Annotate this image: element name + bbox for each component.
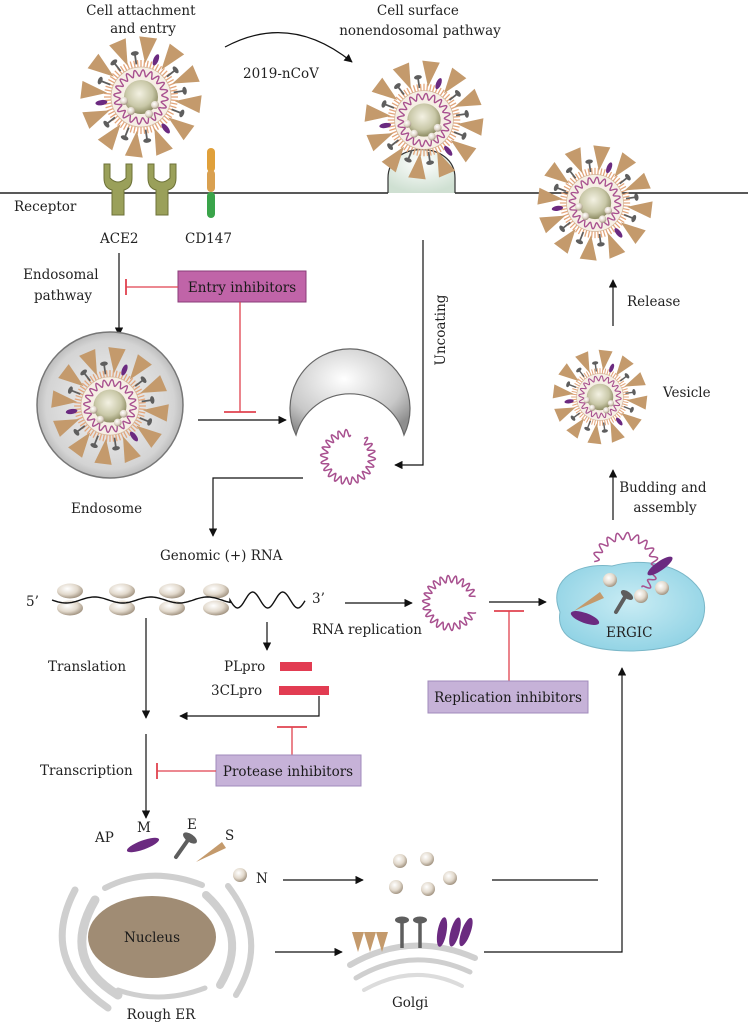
virus-transfer-arrow: [224, 32, 353, 63]
receptor-label: Receptor: [14, 199, 77, 215]
e-protein: [174, 832, 197, 859]
five-prime-label: 5’: [26, 594, 39, 610]
released-rna: [319, 428, 377, 486]
uncoating-label: Uncoating: [433, 294, 449, 365]
n-protein-cluster: [389, 852, 457, 896]
golgi-to-ergic-arrow: [484, 667, 627, 953]
ace2-receptor: [103, 163, 177, 216]
ergic-label: ERGIC: [606, 625, 652, 641]
transcription-label: Transcription: [40, 763, 133, 779]
clpro-label: 3CLpro: [211, 683, 262, 699]
ergic-contents: [570, 531, 673, 625]
golgi-label: Golgi: [392, 995, 429, 1011]
n-label: N: [256, 871, 268, 887]
uncoating-arrow: [394, 240, 424, 470]
replicated-rna: [421, 574, 477, 632]
virus-particle-attachment: [80, 36, 202, 158]
endosome: [36, 331, 184, 479]
golgi: [347, 942, 478, 992]
ap-label: AP: [94, 830, 114, 846]
vesicle-label: Vesicle: [662, 385, 711, 401]
cell-surface-label: Cell surface nonendosomal pathway: [339, 3, 501, 39]
golgi-proteins: [352, 916, 473, 952]
genomic-rna-strand: [51, 591, 306, 609]
endosome-label: Endosome: [71, 501, 142, 517]
protease-inhibitors-text: Protease inhibitors: [223, 764, 353, 780]
genomic-rna-label: Genomic (+) RNA: [160, 548, 283, 564]
cell-attachment-label: Cell attachment and entry: [86, 3, 200, 37]
rna-to-genome-arrow: [208, 477, 303, 537]
translation-label: Translation: [48, 659, 126, 675]
s-label: S: [225, 828, 234, 844]
budding-label: Budding and assembly: [619, 480, 711, 516]
cd147-receptor: [207, 148, 215, 218]
rough-er-label: Rough ER: [127, 1007, 196, 1023]
three-prime-label: 3’: [312, 591, 325, 607]
nucleus-label: Nucleus: [124, 930, 180, 946]
replication-inhibitors-box: [427, 680, 589, 714]
nucleus: [88, 896, 216, 978]
s-protein: [196, 842, 226, 862]
release-label: Release: [627, 294, 680, 310]
protease-to-transcription-arrow: [179, 696, 320, 721]
virus-particle-released: [537, 145, 653, 261]
virus-particle-vesicle: [552, 349, 648, 445]
virus-name-label: 2019-nCoV: [243, 66, 319, 82]
entry-inhibitors-box: [177, 270, 307, 303]
rna-replication-label: RNA replication: [312, 622, 422, 638]
ace2-label: ACE2: [99, 231, 139, 247]
n-protein: [233, 868, 247, 882]
rough-er: [58, 872, 255, 1012]
virus-particle-surface: [364, 60, 484, 180]
m-label: M: [137, 820, 151, 836]
replication-inhibitors-text: Replication inhibitors: [434, 690, 582, 706]
plpro-bar: [280, 662, 312, 671]
plpro-label: PLpro: [224, 659, 265, 675]
entry-inhibitors-text: Entry inhibitors: [188, 280, 296, 296]
fusion-vesicle: [289, 348, 411, 437]
ribosomes: [57, 583, 229, 616]
cd147-label: CD147: [185, 231, 232, 247]
clpro-bar: [279, 686, 329, 695]
m-protein: [126, 837, 160, 853]
protease-inhibitors-box: [215, 754, 362, 787]
e-label: E: [187, 817, 197, 833]
endosomal-pathway-label: Endosomal pathway: [23, 267, 103, 304]
